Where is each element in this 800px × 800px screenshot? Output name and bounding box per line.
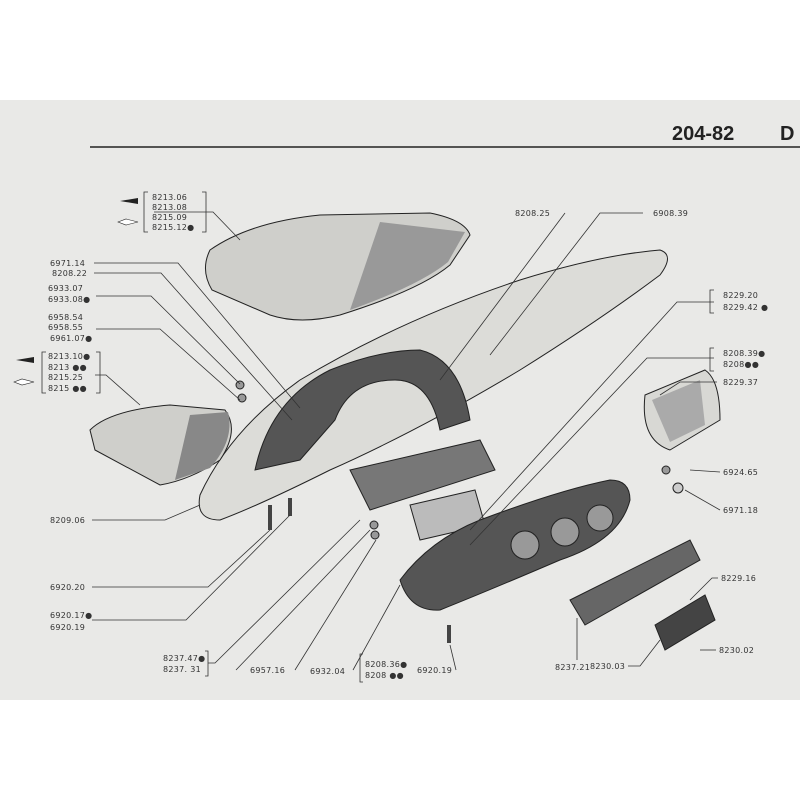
part-label: 6971.18	[723, 506, 758, 515]
part-label: 6920.17●	[50, 611, 92, 620]
direction-arrows	[13, 198, 139, 386]
part-label: 8208●●	[723, 360, 759, 369]
part-label: 8208.25	[515, 209, 550, 218]
part-label: 6920.19	[50, 623, 85, 632]
part-label: 6924.65	[723, 468, 758, 477]
part-label: 8208.36●	[365, 660, 407, 669]
part-label: 8213.08	[152, 203, 187, 212]
part-label: 6932.04	[310, 667, 345, 676]
upper-glovebox-lid	[205, 212, 471, 321]
lower-glovebox-lid	[89, 404, 232, 486]
dashboard-panel	[198, 249, 668, 521]
part-label: 8237.47●	[163, 654, 205, 663]
plate-number: 204-82	[672, 123, 734, 145]
part-label: 6920.20	[50, 583, 85, 592]
part-label: 6971.14	[50, 259, 85, 268]
part-label: 6958.54	[48, 313, 83, 322]
part-label: 8209.06	[50, 516, 85, 525]
part-label: 6920.19	[417, 666, 452, 675]
part-label: 8237. 31	[163, 665, 201, 674]
part-label: 8213.10●	[48, 352, 90, 361]
leader-lines	[41, 191, 721, 683]
part-labels: 8213.06 8213.08 8215.09 8215.12● 6971.14…	[48, 193, 768, 680]
section-letter: D	[780, 123, 794, 145]
part-label: 6958.55	[48, 323, 83, 332]
instrument-cluster-housing	[399, 479, 631, 611]
part-label: 8208.39●	[723, 349, 765, 358]
part-label: 8229.16	[721, 574, 756, 583]
bracket-strip	[569, 539, 701, 626]
part-label: 8229.37	[723, 378, 758, 387]
part-label: 8230.02	[719, 646, 754, 655]
part-label: 8215.09	[152, 213, 187, 222]
part-label: 6957.16	[250, 666, 285, 675]
part-label: 8215.12●	[152, 223, 194, 232]
part-label: 8215.25	[48, 373, 83, 382]
part-label: 8213 ●●	[48, 363, 87, 372]
part-label: 8229.42 ●	[723, 303, 768, 312]
part-label: 8208.22	[52, 269, 87, 278]
part-label: 6933.08●	[48, 295, 90, 304]
part-label: 8213.06	[152, 193, 187, 202]
part-label: 6961.07●	[50, 334, 92, 343]
part-label: 6933.07	[48, 284, 83, 293]
lower-bracket	[654, 594, 716, 651]
part-label: 6908.39	[653, 209, 688, 218]
part-label: 8208 ●●	[365, 671, 404, 680]
part-label: 8230.03	[590, 662, 625, 671]
part-label: 8237.21	[555, 663, 590, 672]
part-label: 8215 ●●	[48, 384, 87, 393]
heater-control-box	[643, 369, 721, 451]
part-label: 8229.20	[723, 291, 758, 300]
